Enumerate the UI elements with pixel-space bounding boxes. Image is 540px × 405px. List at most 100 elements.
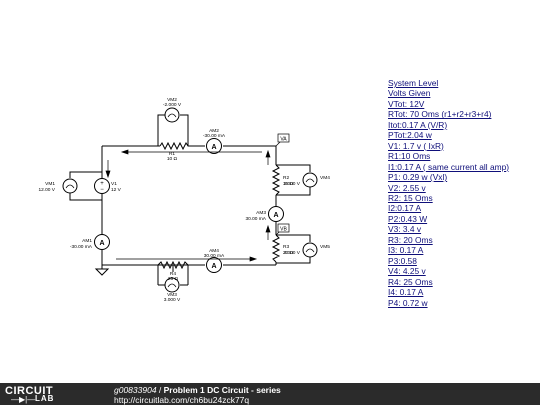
note-line: I1:0.17 A ( same current all amp) bbox=[388, 161, 510, 172]
voltmeter-glyph bbox=[305, 178, 315, 183]
vm1-name: VM1 bbox=[45, 181, 55, 187]
resistor-r1 bbox=[159, 141, 190, 151]
current-arrow-head bbox=[265, 149, 271, 158]
vm1-value: 12.00 V bbox=[38, 187, 55, 193]
logo-circuit-icon: —▶|— bbox=[11, 395, 36, 404]
node-label-va: VA bbox=[275, 133, 290, 147]
voltmeter-glyph bbox=[305, 248, 315, 253]
circuit-schematic: A A A A + − VA VB VM2 -2.000 bbox=[38, 97, 330, 303]
note-line: I3: 0.17 A bbox=[388, 245, 424, 256]
svg-text:VB: VB bbox=[280, 227, 287, 233]
ammeter-am3-symbol bbox=[268, 206, 284, 222]
circuit-id: g00833904 bbox=[114, 385, 157, 395]
v1-name: V1 bbox=[111, 181, 117, 187]
vm2-name: VM2 bbox=[167, 97, 177, 103]
vm3-name: VM3 bbox=[167, 292, 177, 298]
circuit-url-link[interactable]: http://circuitlab.com/ch6bu24zck77q bbox=[114, 395, 250, 405]
note-line: R2: 15 Oms bbox=[388, 192, 433, 203]
note-line: System Level bbox=[388, 78, 439, 88]
note-line: VTot: 12V bbox=[388, 98, 425, 109]
r1-value: 10 Ω bbox=[167, 156, 178, 162]
vm5-name: VM5 bbox=[320, 244, 330, 250]
vm3-value: 3.000 V bbox=[164, 297, 181, 303]
wire bbox=[276, 187, 311, 196]
am4-name: AM4 bbox=[209, 248, 219, 254]
voltmeter-vm3-symbol bbox=[164, 277, 180, 293]
am1-name: AM1 bbox=[82, 238, 92, 244]
note-line: V2: 2.55 v bbox=[388, 182, 426, 193]
r2-value: 15 Ω bbox=[283, 181, 294, 187]
vm4-name: VM4 bbox=[320, 175, 330, 181]
r4-name: R4 bbox=[170, 271, 176, 277]
voltmeter-vm1-symbol bbox=[62, 178, 78, 194]
ammeter-a-glyph: A bbox=[211, 144, 216, 151]
r1-name: R1 bbox=[169, 151, 175, 157]
r3-name: R3 bbox=[283, 244, 289, 250]
source-plus-sign: + bbox=[100, 181, 104, 187]
current-arrow-head bbox=[265, 224, 271, 233]
r4-value: 25 Ω bbox=[168, 276, 179, 282]
voltmeter-glyph bbox=[167, 113, 177, 118]
ammeter-a-glyph: A bbox=[211, 263, 216, 270]
wire bbox=[69, 171, 102, 178]
ground-icon bbox=[94, 265, 110, 276]
current-arrow-head bbox=[249, 256, 258, 262]
am2-value: -30.00 mA bbox=[203, 133, 226, 139]
note-line: P1: 0.29 w (Vxl) bbox=[388, 172, 448, 183]
wire bbox=[180, 114, 189, 146]
v1-value: 12 V bbox=[111, 187, 122, 193]
note-line: R4: 25 Oms bbox=[388, 276, 433, 287]
vm5-value: 3.000 V bbox=[283, 250, 300, 256]
am2-name: AM2 bbox=[209, 128, 219, 134]
calculation-notes: System Level Volts Given VTot: 12V RTot:… bbox=[388, 78, 538, 308]
note-line: P4: 0.72 w bbox=[388, 297, 428, 308]
circuit-title: Problem 1 DC Circuit - series bbox=[163, 385, 281, 395]
voltmeter-glyph bbox=[167, 283, 177, 288]
wire bbox=[69, 193, 102, 201]
r3-value: 20 Ω bbox=[283, 250, 294, 256]
node-label-vb: VB bbox=[275, 223, 290, 236]
wire bbox=[157, 114, 165, 146]
am3-value: 30.00 mA bbox=[245, 216, 266, 222]
note-line: PTot:2.04 w bbox=[388, 130, 432, 141]
wire bbox=[276, 164, 311, 172]
note-line: V3: 3.4 v bbox=[388, 224, 422, 235]
caption-separator: / bbox=[156, 385, 164, 395]
note-line: R1:10 Oms bbox=[388, 151, 431, 162]
logo-text-top: CIRCUIT bbox=[5, 385, 54, 397]
ammeter-am2-symbol bbox=[206, 138, 222, 154]
circuitlab-logo[interactable]: CIRCUIT —▶|— LAB bbox=[5, 385, 95, 404]
note-line: I4: 0.17 A bbox=[388, 287, 424, 298]
ammeter-a-glyph: A bbox=[99, 240, 104, 247]
note-line: Itot:0.17 A (V/R) bbox=[388, 119, 448, 130]
source-minus-sign: − bbox=[100, 187, 104, 193]
r2-name: R2 bbox=[283, 175, 289, 181]
ammeter-am4-symbol bbox=[206, 257, 222, 273]
note-line: V1: 1.7 v ( IxR) bbox=[388, 140, 444, 151]
am4-value: 30.00 mA bbox=[204, 253, 225, 259]
resistor-r2 bbox=[271, 164, 281, 196]
vm4-value: 3.000 V bbox=[283, 181, 300, 187]
footer-caption: g00833904 / Problem 1 DC Circuit - serie… bbox=[114, 385, 281, 395]
note-line: R3: 20 Oms bbox=[388, 234, 433, 245]
voltmeter-glyph bbox=[65, 184, 75, 189]
note-line: I2:0.17 A bbox=[388, 203, 422, 214]
ammeter-a-glyph: A bbox=[273, 212, 278, 219]
logo-text-bottom: LAB bbox=[35, 394, 55, 403]
footer-bar: CIRCUIT —▶|— LAB g00833904 / Problem 1 D… bbox=[0, 383, 540, 405]
vm2-value: -2.000 V bbox=[163, 102, 182, 108]
resistor-r4 bbox=[157, 260, 189, 270]
note-line: Volts Given bbox=[388, 88, 431, 99]
wire bbox=[276, 234, 311, 242]
note-line: V4: 4.25 v bbox=[388, 266, 426, 277]
note-line: P3:0.58 bbox=[388, 255, 417, 266]
note-line: RTot: 70 Oms (r1+r2+r3+r4) bbox=[388, 109, 492, 120]
am3-name: AM3 bbox=[256, 210, 266, 216]
current-arrow-head bbox=[120, 149, 129, 155]
note-line: P2:0.43 W bbox=[388, 213, 428, 224]
voltmeter-vm2-symbol bbox=[164, 107, 180, 123]
wire bbox=[276, 257, 311, 264]
am1-value: -30.00 mA bbox=[70, 244, 93, 250]
svg-text:VA: VA bbox=[280, 137, 287, 143]
resistor-r3 bbox=[271, 234, 281, 263]
